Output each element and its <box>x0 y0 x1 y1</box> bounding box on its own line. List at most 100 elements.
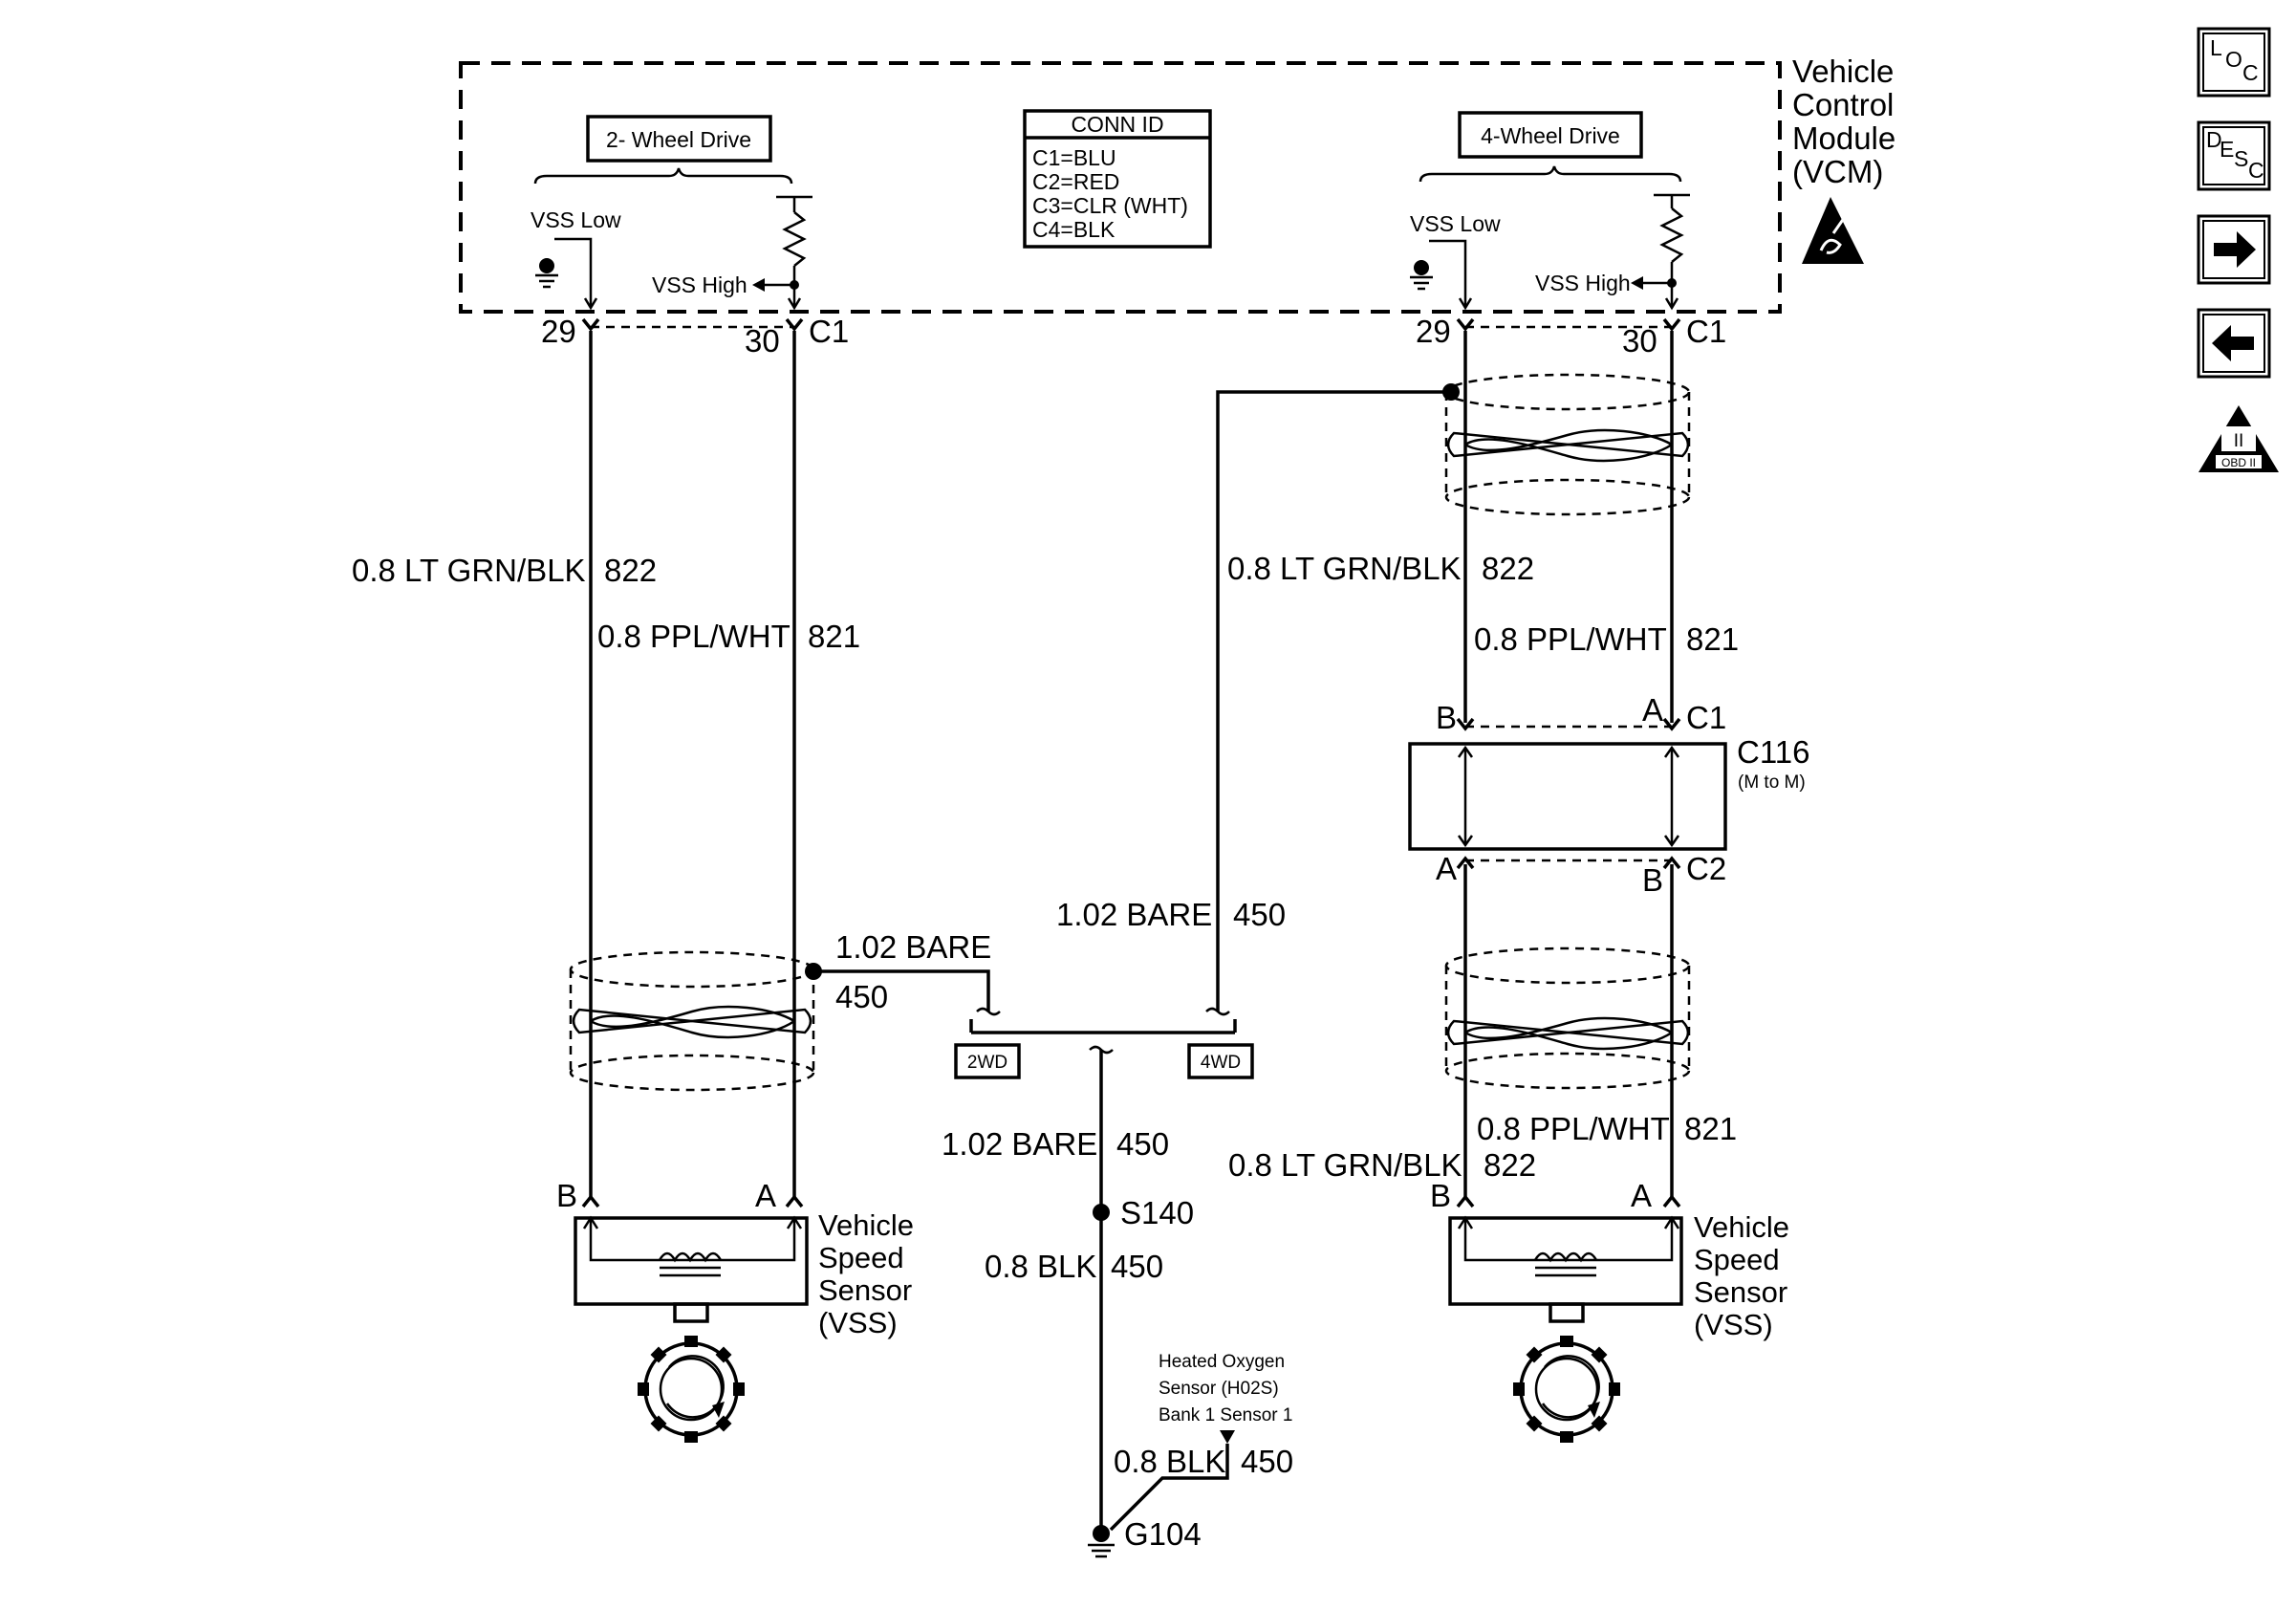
vss-4wd-title-3: Sensor <box>1694 1275 1787 1309</box>
esd-warning-icon <box>1802 197 1864 264</box>
tag-2wd-label: 2WD <box>967 1053 1007 1073</box>
two-wd-box <box>586 115 772 163</box>
wire-822-4wd-circuit: 822 <box>1482 551 1534 586</box>
vcm-2wd-circuit: 2- Wheel Drive VSS Low VSS High <box>531 115 812 311</box>
pin-30-2wd: 30 <box>745 323 780 359</box>
h02s-blk-label: 0.8 BLK <box>1114 1444 1225 1479</box>
ground-blk-circuit: 450 <box>1111 1249 1163 1284</box>
pin-29-2wd: 29 <box>541 314 576 349</box>
obd-ii-button[interactable]: II OBD II <box>2199 405 2279 472</box>
vcm-4wd-circuit: 4-Wheel Drive VSS Low VSS High <box>1410 111 1690 311</box>
desc-letter-d: D <box>2206 127 2222 152</box>
vss-4wd-title-1: Vehicle <box>1694 1210 1789 1244</box>
desc-letter-s: S <box>2234 146 2248 171</box>
drain-wire-4wd <box>1216 390 1451 1012</box>
ground-bare-circuit: 450 <box>1116 1126 1169 1162</box>
vcm-title-line-1: Vehicle <box>1792 54 1894 89</box>
vss-4wd-pin-a: A <box>1631 1178 1652 1213</box>
c116-name: C116 <box>1737 734 1809 770</box>
two-wd-vss-low: VSS Low <box>531 207 621 232</box>
conn-id-title: CONN ID <box>1071 112 1163 137</box>
oxygen-sensor-line-2: Sensor (H02S) <box>1159 1379 1279 1399</box>
wire-821-2wd-label: 0.8 PPL/WHT <box>597 619 791 654</box>
c116-bottom-pin-a: A <box>1436 851 1457 886</box>
drain-2wd-circuit: 450 <box>835 979 888 1014</box>
c116-top-pin-b: B <box>1436 700 1457 735</box>
vss-4wd-pin-b: B <box>1430 1178 1451 1213</box>
splice-s140-label: S140 <box>1120 1195 1194 1230</box>
conn-id-line-2: C2=RED <box>1032 169 1119 194</box>
c116-bottom-conn: C2 <box>1686 851 1726 886</box>
loc-button[interactable]: L O C <box>2197 27 2271 98</box>
vss-4wd-title-4: (VSS) <box>1694 1308 1773 1341</box>
wire-822-4wd-lower-label: 0.8 LT GRN/BLK <box>1228 1147 1462 1183</box>
obd-roman: II <box>2234 431 2244 451</box>
drain-4wd-label: 1.02 BARE <box>1056 897 1212 932</box>
wire-822-4wd-lower-circuit: 822 <box>1484 1147 1536 1183</box>
previous-button[interactable] <box>2197 308 2271 379</box>
wire-822-4wd-label: 0.8 LT GRN/BLK <box>1227 551 1462 586</box>
conn-c1-2wd: C1 <box>809 314 849 349</box>
c116-note: (M to M) <box>1738 772 1806 793</box>
next-button[interactable] <box>2197 214 2271 285</box>
arrow-left-icon <box>2212 325 2254 361</box>
vss-2wd-pin-a: A <box>755 1178 776 1213</box>
vcm-title-line-2: Control <box>1792 87 1894 122</box>
c116-top-conn: C1 <box>1686 700 1726 735</box>
wire-821-4wd-circuit: 821 <box>1686 621 1739 657</box>
tag-2wd <box>954 1043 1021 1079</box>
obd-label: OBD II <box>2221 456 2256 469</box>
desc-button[interactable]: D E S C <box>2197 120 2271 191</box>
wire-822-2wd-circuit: 822 <box>604 553 657 588</box>
c116-top-pin-a: A <box>1642 692 1663 728</box>
vss-2wd: B A Vehicle Speed Sensor (VSS) <box>556 1178 914 1443</box>
loc-letter-c: C <box>2242 60 2259 85</box>
vcm-title: Vehicle Control Module (VCM) <box>1792 54 1895 189</box>
tag-4wd-label: 4WD <box>1201 1053 1241 1073</box>
two-wd-wiring: 0.8 LT GRN/BLK 822 0.8 PPL/WHT 821 1.02 … <box>352 331 991 1197</box>
four-wd-wiring: 0.8 LT GRN/BLK 822 0.8 PPL/WHT 821 1.02 … <box>1056 331 1809 1197</box>
loc-letter-o: O <box>2225 47 2242 72</box>
wire-821-4wd-lower-label: 0.8 PPL/WHT <box>1477 1111 1670 1146</box>
h02s-blk-circuit: 450 <box>1241 1444 1293 1479</box>
vss-2wd-reluctor-icon <box>638 1336 745 1443</box>
four-wd-box-label: 4-Wheel Drive <box>1481 123 1620 148</box>
wire-822-2wd-label: 0.8 LT GRN/BLK <box>352 553 586 588</box>
vss-2wd-title-3: Sensor <box>818 1273 912 1307</box>
twisted-pair-shield-2wd <box>569 950 815 1092</box>
four-wd-vss-low: VSS Low <box>1410 211 1501 236</box>
two-wd-box-label: 2- Wheel Drive <box>606 127 751 152</box>
drain-2wd-label: 1.02 BARE <box>835 929 991 965</box>
c116-bottom-pin-b: B <box>1642 862 1663 898</box>
vss-2wd-pin-b: B <box>556 1178 577 1213</box>
desc-letter-e: E <box>2220 137 2234 162</box>
twisted-pair-shield-4wd-lower <box>1444 946 1691 1090</box>
ground-blk-label: 0.8 BLK <box>985 1249 1096 1284</box>
wire-821-4wd-label: 0.8 PPL/WHT <box>1474 621 1667 657</box>
four-wd-box <box>1458 111 1643 159</box>
oxygen-sensor-line-1: Heated Oxygen <box>1159 1352 1285 1372</box>
vss-4wd: B A Vehicle Speed Sensor (VSS) <box>1430 1178 1789 1443</box>
wire-821-2wd-circuit: 821 <box>808 619 860 654</box>
shield-ground-path: 2WD 4WD 1.02 BARE 450 S140 0.8 BLK 450 H… <box>942 1007 1293 1558</box>
twisted-pair-shield-4wd-upper <box>1444 373 1691 516</box>
conn-id-box: CONN ID C1=BLU C2=RED C3=CLR (WHT) C4=BL… <box>1023 109 1212 249</box>
conn-id-line-3: C3=CLR (WHT) <box>1032 193 1188 218</box>
vss-4wd-title-2: Speed <box>1694 1243 1780 1276</box>
wire-821-4wd-lower-circuit: 821 <box>1684 1111 1737 1146</box>
loc-letter-l: L <box>2210 35 2222 60</box>
conn-c1-4wd: C1 <box>1686 314 1726 349</box>
four-wd-vss-high: VSS High <box>1535 271 1631 295</box>
vss-2wd-title-4: (VSS) <box>818 1306 898 1339</box>
vss-2wd-title-2: Speed <box>818 1241 904 1274</box>
vcm-connector-c1-2wd: 29 30 C1 <box>541 314 849 359</box>
vss-4wd-reluctor-icon <box>1513 1336 1620 1443</box>
pin-30-4wd: 30 <box>1622 323 1657 359</box>
vss-2wd-title-1: Vehicle <box>818 1208 914 1242</box>
oxygen-sensor-line-3: Bank 1 Sensor 1 <box>1159 1405 1292 1425</box>
pin-29-4wd: 29 <box>1416 314 1451 349</box>
ground-g104-label: G104 <box>1124 1516 1202 1552</box>
desc-letter-c: C <box>2248 158 2264 183</box>
ground-g104-icon <box>1088 1525 1115 1558</box>
